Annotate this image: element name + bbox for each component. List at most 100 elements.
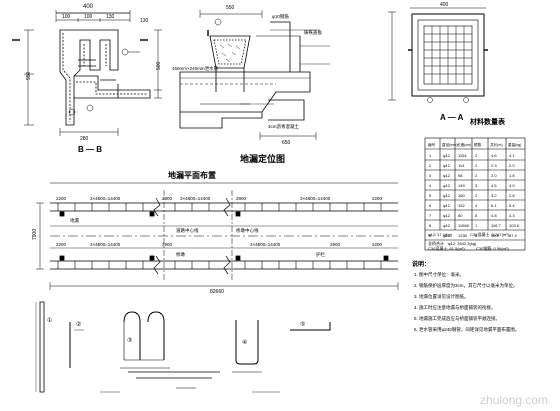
table-cell: 2.0 <box>509 163 515 168</box>
table-summary2-3: C30混凝土: 61.5(m³) <box>428 245 465 251</box>
pos-drop-label: 3cm沥青混凝土 <box>268 123 300 130</box>
bb-right-dim: 500 <box>156 61 162 70</box>
plan-dim-label: 3×4800=14400 <box>90 196 121 201</box>
bb-left-dim: 550 <box>26 71 32 80</box>
plan-dim-label: 2900 <box>162 196 173 201</box>
table-cell: 4.6 <box>491 153 497 158</box>
plan-drain-label: 地漏 <box>70 217 79 224</box>
pos-cover-label: 铸铁盖板 <box>304 29 322 36</box>
plan-total-dim: 82660 <box>210 289 224 295</box>
table-cell: 8 <box>429 223 432 228</box>
table-cell: 2 <box>475 193 478 198</box>
pos-top-dim: 550 <box>226 5 235 11</box>
table-cell: 4.8 <box>491 213 497 218</box>
table-cell: φ12 <box>443 203 451 208</box>
table-cell: 8 <box>475 233 478 238</box>
plan-height-dim: 7900 <box>32 229 38 240</box>
table-cell: 1 <box>429 153 432 158</box>
plan-dim-label-lower: 2900 <box>330 242 341 247</box>
notes-heading: 说明： <box>412 260 430 268</box>
plan-dim-label: 2900 <box>236 196 247 201</box>
plan-dim-label: 3×4800=14400 <box>300 196 331 201</box>
table-cell: 2.0 <box>491 173 497 178</box>
note-item: 2. 钢筋保护层厚度为3cm，其它尺寸以毫米为单位。 <box>414 282 518 289</box>
table-cell: φ12 <box>443 163 451 168</box>
note-item: 6. 泄水管采用φ240钢管，间距详见地漏平面布置图。 <box>414 326 519 333</box>
table-cell: 11666 <box>458 223 470 228</box>
table-cell: 4 <box>429 183 432 188</box>
table-cell: 8 <box>475 213 478 218</box>
table-cell: 2 <box>429 163 432 168</box>
rebar-label-2: ② <box>76 321 81 328</box>
table-cell: 1 <box>475 223 478 228</box>
table-cell: 149 <box>458 183 465 188</box>
drain-plan-title: 地漏平面布置 <box>168 170 216 180</box>
table-summary2-1: 全桥合计 <box>428 240 444 246</box>
section-aa-title: A — A <box>440 113 464 122</box>
plan-road-center-label: 道路中心线 <box>176 227 199 234</box>
table-cell: 5.4 <box>509 203 515 208</box>
table-cell: 4.1 <box>509 153 515 158</box>
pos-bottom-dim: 650 <box>282 140 291 146</box>
plan-dim-label-lower: 3×4800=14400 <box>250 242 281 247</box>
table-cell: φ12 <box>443 193 451 198</box>
table-cell: 60 <box>458 213 463 218</box>
table-header-4: 共长(m) <box>490 142 503 147</box>
table-cell: φ12 <box>443 223 451 228</box>
table-cell: φ12 <box>443 233 451 238</box>
plan-dim-label: 2200 <box>372 196 383 201</box>
table-cell: 1154 <box>458 153 467 158</box>
plan-dim-label-lower: 2200 <box>56 242 67 247</box>
table-cell: 103.6 <box>509 223 520 228</box>
table-cell: 4 <box>475 203 478 208</box>
section-bb-drawing <box>12 10 162 136</box>
table-header-5: 重量(kg) <box>508 142 521 147</box>
table-cell: 3.2 <box>491 193 497 198</box>
plan-bridge-center-label: 桥墩中心线 <box>236 227 259 234</box>
material-table-grid <box>424 137 526 251</box>
table-cell: 98.4 <box>491 233 500 238</box>
table-summary2-2: φ12: 3942.3(kg) <box>448 241 477 246</box>
drain-plan-drawing <box>36 182 399 290</box>
table-cell: 2.8 <box>509 193 515 198</box>
table-cell: 4.3 <box>509 213 515 218</box>
table-cell: 2 <box>475 153 478 158</box>
bb-top-part-2: 100 <box>84 14 93 20</box>
table-cell: φ12 <box>443 213 451 218</box>
pos-grate-label: 450mm×240mm泄水管 <box>172 65 219 72</box>
note-item: 3. 地漏位置详见设计图纸。 <box>414 293 469 300</box>
table-cell: 87.4 <box>509 233 518 238</box>
rebar-label-1: ① <box>47 317 52 324</box>
table-cell: 160 <box>458 193 465 198</box>
aa-width-dim: 400 <box>440 2 449 8</box>
plan-dimension-labels: 2200 3×4800=14400 2900 3×4800=14400 2900 3×48… <box>56 196 383 201</box>
table-cell: 3 <box>429 173 432 178</box>
notes-list: 1. 图中尺寸单位：毫米。 2. 钢筋保护层厚度为3cm，其它尺寸以毫米为单位。 3… <box>414 271 519 333</box>
plan-dim-label: 3×4800=14400 <box>180 196 211 201</box>
note-item: 4. 施工时应注意地漏与桥面铺装的衔接。 <box>414 304 496 311</box>
bb-side-dim: 130 <box>140 18 149 24</box>
table-cell: 114 <box>458 163 465 168</box>
table-header-3: 根数 <box>474 142 482 147</box>
note-item: 1. 图中尺寸单位：毫米。 <box>414 271 464 278</box>
table-summary-2: C30混凝土: 0.267(m³) <box>470 231 510 237</box>
section-aa-drawing <box>388 7 488 103</box>
bb-top-part-3: 130 <box>106 14 115 20</box>
rebar-shapes <box>35 301 331 393</box>
plan-side-label: 护栏 <box>316 251 325 258</box>
table-cell: 5 <box>429 193 432 198</box>
table-cell: 2 <box>475 173 478 178</box>
table-cell: 3 <box>475 183 478 188</box>
table-header-1: 直径(mm) <box>442 142 458 147</box>
note-item: 5. 地漏施工完成后应与桥面铺装平顺连接。 <box>414 315 500 322</box>
table-cell: 6.1 <box>491 203 497 208</box>
table-cell: 2 <box>475 163 478 168</box>
table-cell: 4.5 <box>491 183 497 188</box>
bb-top-dim: 400 <box>83 4 94 10</box>
table-summary2-4: C30钢筋: 0.56(m³) <box>476 245 509 251</box>
table-cell: φ12 <box>443 173 451 178</box>
watermark-text: zhulong.com <box>480 393 548 407</box>
bb-bottom-dim: 280 <box>80 136 89 142</box>
